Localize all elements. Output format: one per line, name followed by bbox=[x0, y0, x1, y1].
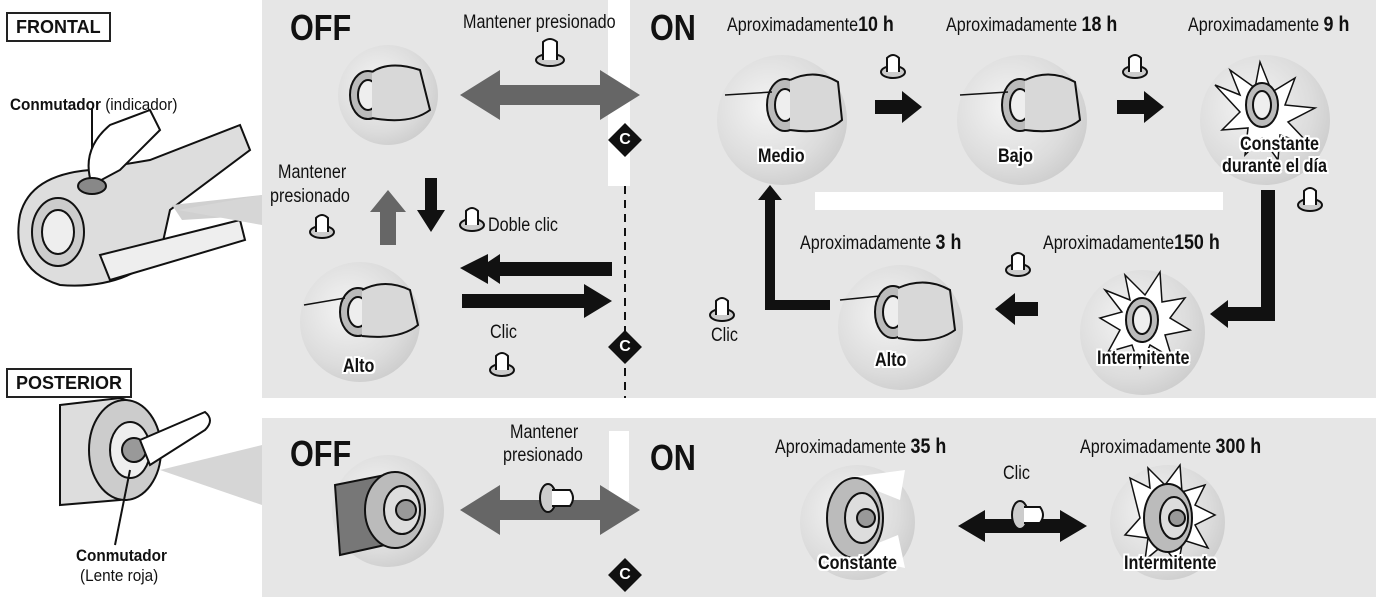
front-click-right-label: Clic bbox=[711, 325, 738, 346]
rear-on-label: ON bbox=[650, 437, 696, 478]
front-click-left-label: Clic bbox=[490, 322, 517, 343]
front-inner-white-bar bbox=[815, 192, 1223, 210]
front-on-label: ON bbox=[650, 7, 696, 48]
rear-hold-line1: Mantener bbox=[510, 422, 579, 443]
front-hold-left-line2: presionado bbox=[270, 186, 350, 207]
front-day-label-2: durante el día bbox=[1222, 156, 1328, 177]
front-medio-label: Medio bbox=[758, 146, 805, 167]
front-flash-hours: Aproximadamente150 h bbox=[1043, 231, 1220, 255]
front-hold-top-label: Mantener presionado bbox=[463, 12, 616, 33]
rear-hold-line2: presionado bbox=[503, 445, 583, 466]
front-double-click-label: Doble clic bbox=[488, 215, 559, 236]
front-bajo-hours: Aproximadamente 18 h bbox=[946, 13, 1118, 37]
frontal-box-label: FRONTAL bbox=[6, 12, 111, 42]
posterior-box-label: POSTERIOR bbox=[6, 368, 133, 398]
rear-switch-label-rest: (Lente roja) bbox=[80, 566, 159, 585]
front-off-label: OFF bbox=[290, 7, 352, 48]
front-alto-on-hours: Aproximadamente 3 h bbox=[800, 231, 962, 255]
rear-flash-label: Intermitente bbox=[1124, 553, 1217, 574]
front-alto-on-label: Alto bbox=[875, 350, 907, 371]
front-day-hours: Aproximadamente 9 h bbox=[1188, 13, 1350, 37]
front-bajo-label: Bajo bbox=[998, 146, 1034, 167]
rear-flash-hours: Aproximadamente 300 h bbox=[1080, 435, 1262, 459]
front-hold-left-line1: Mantener bbox=[278, 162, 347, 183]
rear-c-marker-text: C bbox=[619, 566, 631, 583]
rear-constant-hours: Aproximadamente 35 h bbox=[775, 435, 947, 459]
front-day-label-1: Constante bbox=[1240, 134, 1319, 155]
front-switch-label: Conmutador (indicador) bbox=[10, 95, 178, 114]
front-c-marker-bottom-text: C bbox=[619, 338, 631, 355]
rear-divider-white-bar bbox=[609, 431, 629, 501]
front-medio-hours: Aproximadamente10 h bbox=[727, 13, 894, 37]
front-alto-off-label: Alto bbox=[343, 356, 375, 377]
front-c-marker-top-text: C bbox=[619, 131, 631, 148]
rear-off-label: OFF bbox=[290, 433, 352, 474]
rear-constant-label: Constante bbox=[818, 553, 897, 574]
front-flash-label: Intermitente bbox=[1097, 348, 1190, 369]
rear-switch-label-bold: Conmutador bbox=[76, 546, 167, 565]
rear-click-label: Clic bbox=[1003, 463, 1030, 484]
